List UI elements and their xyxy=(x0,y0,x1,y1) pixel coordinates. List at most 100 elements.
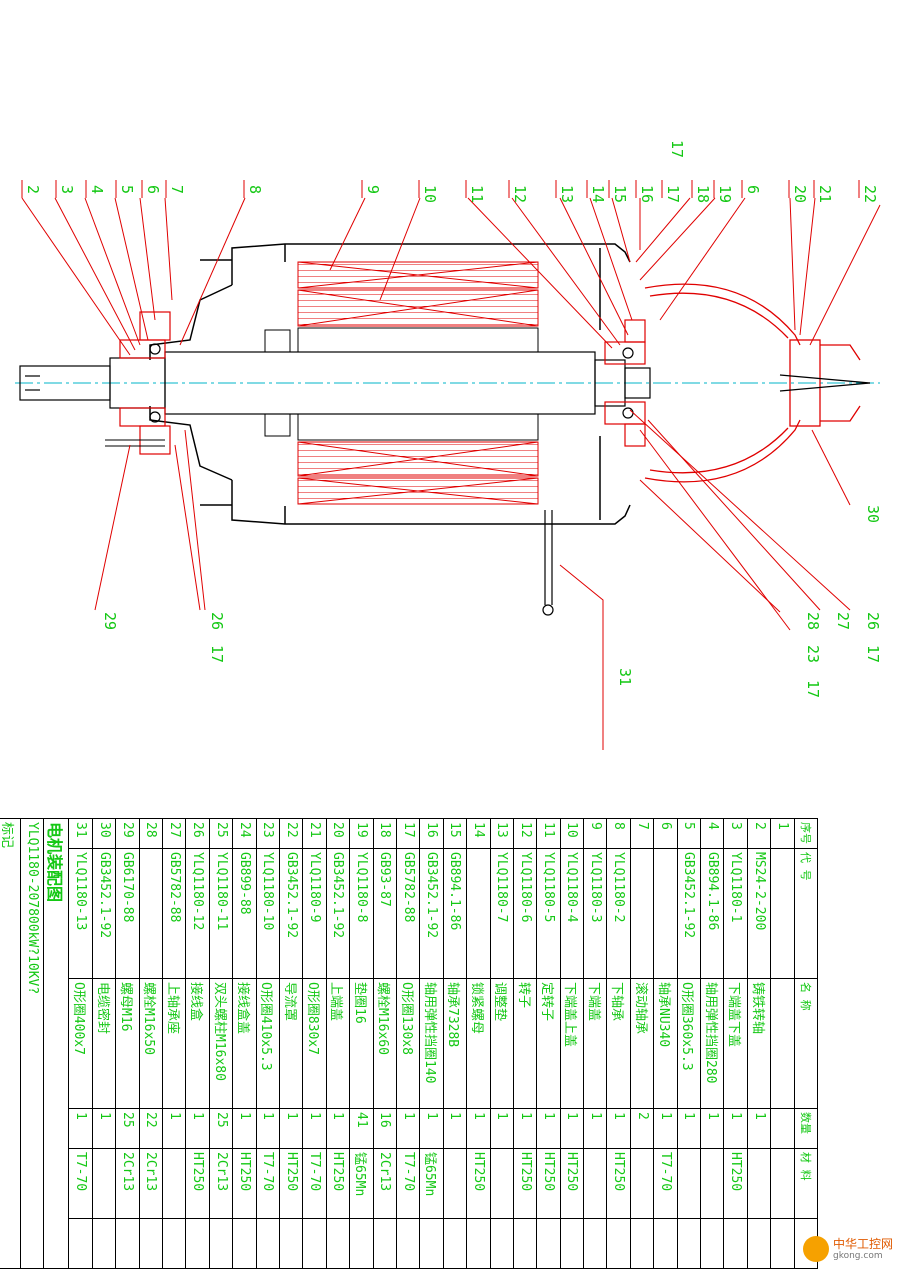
title-block-row: 电机装配图 xyxy=(44,818,69,1269)
cell-code: YLQ1180-5 xyxy=(536,848,561,979)
cell-code xyxy=(139,848,163,979)
cell-code: YLQ1180-11 xyxy=(209,848,233,979)
cell-code: GB5782-88 xyxy=(162,848,186,979)
cell-no: 5 xyxy=(677,818,701,849)
cell-code: GB894.1-86 xyxy=(700,848,724,979)
cell-qty: 1 xyxy=(747,1108,771,1149)
cell-note xyxy=(490,1218,514,1269)
cell-name: 下端盖下盖 xyxy=(723,978,748,1109)
balloon-label: 17 xyxy=(664,185,682,203)
cell-mat: T7-70 xyxy=(256,1148,280,1219)
balloon-label: 16 xyxy=(638,185,656,203)
cell-mat xyxy=(630,1148,654,1219)
cell-no: 29 xyxy=(115,818,140,849)
balloon-label: 26 xyxy=(208,612,226,630)
cell-code: GB3452.1-92 xyxy=(419,848,444,979)
cell-qty: 1 xyxy=(69,1108,93,1149)
balloon-label: 18 xyxy=(694,185,712,203)
cell-no: 15 xyxy=(443,818,467,849)
cable-gland xyxy=(542,510,554,616)
cell-name: 锁紧螺母 xyxy=(466,978,491,1109)
table-header: 序号 代 号 名 称 数量 材 料 xyxy=(794,818,818,1269)
drawing-title: 电机装配图 xyxy=(44,818,69,1269)
cell-mat: T7-70 xyxy=(69,1148,93,1219)
balloon-label: 31 xyxy=(616,668,634,686)
cell-mat xyxy=(162,1148,186,1219)
cell-mat: HT250 xyxy=(560,1148,584,1219)
cell-note xyxy=(419,1218,444,1269)
header-seq: 序号 xyxy=(794,818,818,849)
balloon-label: 26 xyxy=(864,612,882,630)
cell-qty: 1 xyxy=(396,1108,420,1149)
cell-no: 22 xyxy=(279,818,303,849)
cell-mat xyxy=(583,1148,607,1219)
cell-code: GB899-88 xyxy=(232,848,257,979)
balloon-label: 14 xyxy=(589,185,607,203)
balloon-label: 3 xyxy=(58,185,76,194)
balloon-label: 17 xyxy=(208,645,226,663)
cell-code: YLQ1180-10 xyxy=(256,848,280,979)
cell-name: 下端盖上盖 xyxy=(560,978,584,1109)
cell-code: YLQ1180-1 xyxy=(723,848,748,979)
cell-no: 12 xyxy=(513,818,537,849)
balloon-label: 19 xyxy=(716,185,734,203)
cell-code: YLQ1180-13 xyxy=(69,848,93,979)
cell-mat: HT250 xyxy=(513,1148,537,1219)
cell-code xyxy=(630,848,654,979)
upper-bearing xyxy=(604,319,646,447)
cell-no: 8 xyxy=(606,818,631,849)
balloon-label: 22 xyxy=(861,185,879,203)
cell-code: YLQ1180-9 xyxy=(302,848,327,979)
cell-qty: 1 xyxy=(419,1108,444,1149)
watermark: 中华工控网 gkong.com xyxy=(802,1236,893,1262)
cell-qty: 1 xyxy=(232,1108,257,1149)
cell-note xyxy=(349,1218,374,1269)
cell-qty: 1 xyxy=(723,1108,748,1149)
cell-qty: 1 xyxy=(513,1108,537,1149)
cell-mat xyxy=(677,1148,701,1219)
cell-mat: HT250 xyxy=(232,1148,257,1219)
cell-mat: HT250 xyxy=(466,1148,491,1219)
cell-mat xyxy=(443,1148,467,1219)
cell-qty: 1 xyxy=(326,1108,350,1149)
cell-note xyxy=(466,1218,491,1269)
cell-no: 14 xyxy=(466,818,491,849)
cell-mat: 2Cr13 xyxy=(373,1148,397,1219)
cell-mat: HT250 xyxy=(279,1148,303,1219)
cell-code: GB3452.1-92 xyxy=(677,848,701,979)
table-row: 1 xyxy=(770,818,795,1269)
cell-mat: 锰65Mn xyxy=(349,1148,374,1219)
cell-no: 4 xyxy=(700,818,724,849)
cell-note xyxy=(700,1218,724,1269)
cell-note xyxy=(326,1218,350,1269)
balloon-label: 20 xyxy=(791,185,809,203)
cell-no: 30 xyxy=(92,818,116,849)
cell-name: 导流罩 xyxy=(279,978,303,1109)
balloon-label: 2 xyxy=(24,185,42,194)
cell-code: YLQ1180-3 xyxy=(583,848,607,979)
watermark-url: gkong.com xyxy=(832,1250,883,1261)
balloon-label: 15 xyxy=(611,185,629,203)
cell-name: 定转子 xyxy=(536,978,561,1109)
cell-no: 27 xyxy=(162,818,186,849)
cell-mat xyxy=(700,1148,724,1219)
cell-no: 23 xyxy=(256,818,280,849)
cell-mat: T7-70 xyxy=(653,1148,678,1219)
cell-note xyxy=(560,1218,584,1269)
cell-qty: 1 xyxy=(162,1108,186,1149)
cell-name: O形圈400x7 xyxy=(69,978,93,1109)
cell-code: GB93-87 xyxy=(373,848,397,979)
balloon-label: 13 xyxy=(558,185,576,203)
balloon-label: 28 xyxy=(804,612,822,630)
